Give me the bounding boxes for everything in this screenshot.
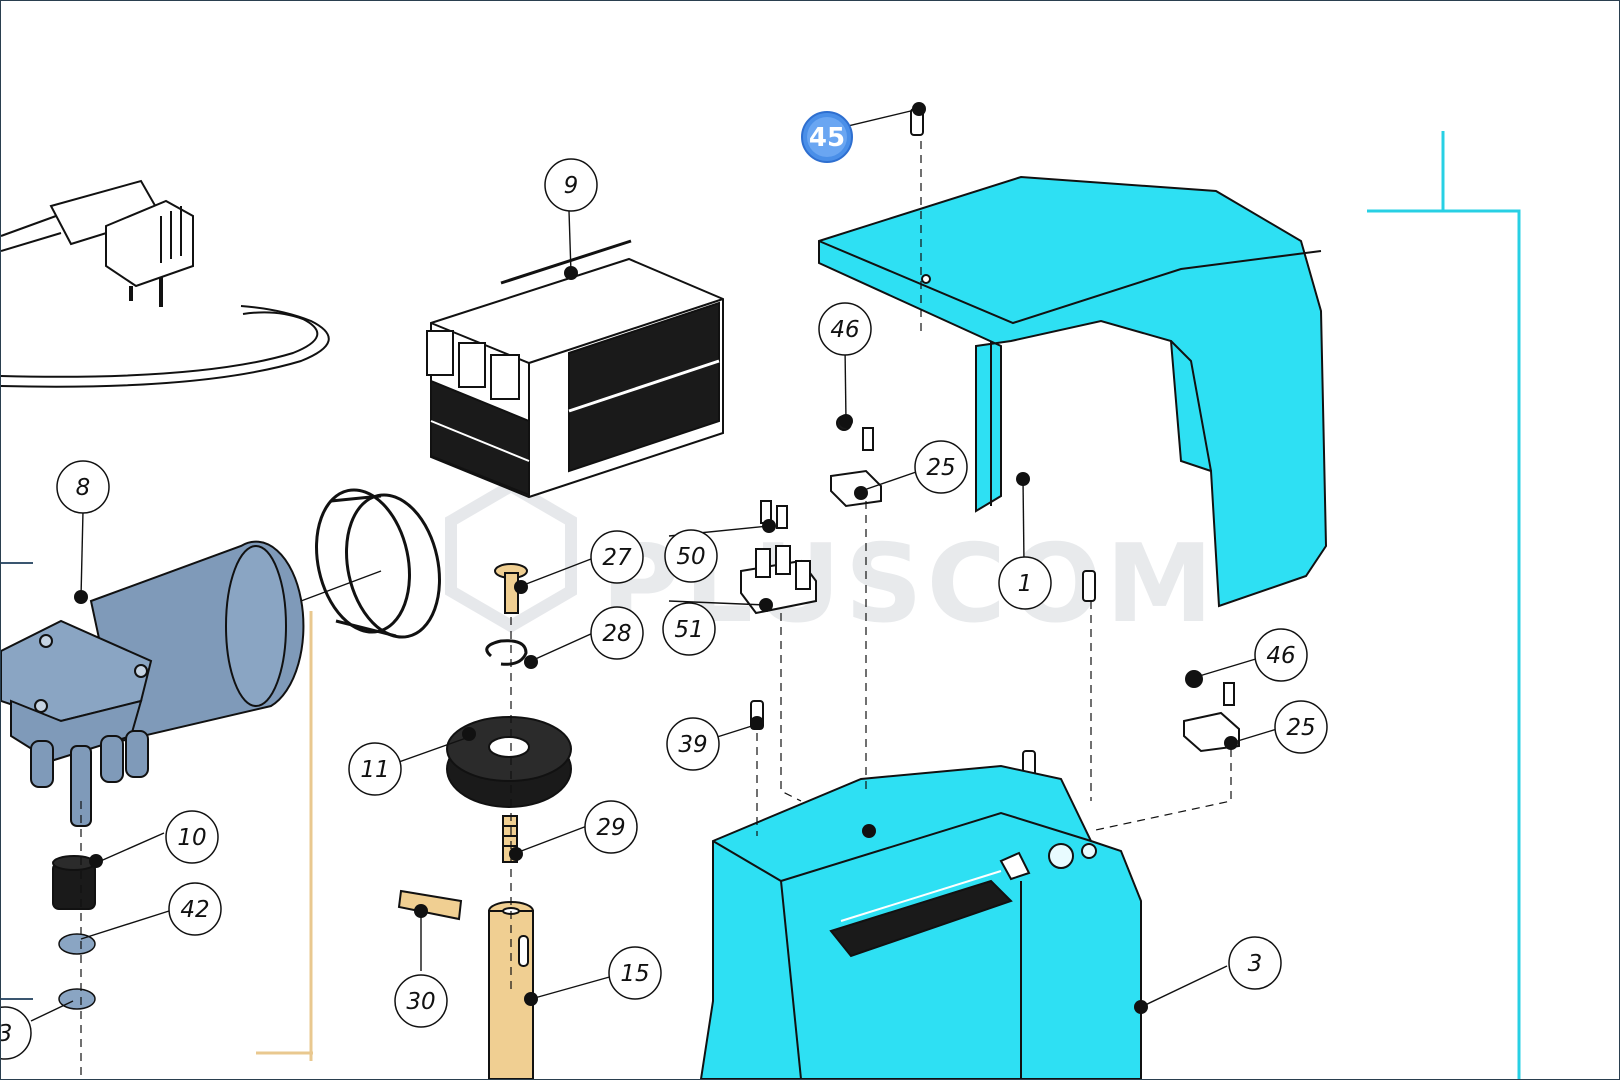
callout-8[interactable]: 8 [56, 460, 110, 514]
svg-text:1: 1 [1018, 571, 1033, 597]
callout-39[interactable]: 39 [666, 717, 720, 771]
svg-text:39: 39 [678, 732, 707, 758]
svg-text:3: 3 [1248, 951, 1263, 977]
svg-text:46: 46 [830, 317, 859, 343]
svg-text:51: 51 [674, 617, 703, 643]
callout-28[interactable]: 28 [590, 606, 644, 660]
svg-text:50: 50 [676, 544, 705, 570]
svg-text:11: 11 [360, 757, 389, 783]
callout-45[interactable]: 45 [801, 111, 853, 163]
pinion-10 [52, 855, 96, 910]
callout-27[interactable]: 27 [590, 530, 644, 584]
svg-text:25: 25 [926, 455, 955, 481]
clamp-ring [315, 488, 441, 639]
callout-9[interactable]: 9 [544, 158, 598, 212]
watermark: PLUSCOM [445, 479, 1213, 647]
key-30 [397, 889, 463, 921]
control-board-module [426, 239, 724, 499]
circlip-28 [485, 639, 528, 666]
callout-51[interactable]: 51 [662, 602, 716, 656]
leader-lines [30, 108, 1278, 1079]
base-housing-3 [699, 764, 1142, 1079]
gear-motor [1, 540, 305, 827]
drive-gear-11 [446, 716, 572, 808]
callout-15[interactable]: 15 [608, 946, 662, 1000]
svg-text:46: 46 [1266, 643, 1295, 669]
callout-30[interactable]: 30 [394, 974, 448, 1028]
callout-3[interactable]: 3 [1228, 936, 1282, 990]
callout-42[interactable]: 42 [168, 882, 222, 936]
washer-42 [58, 933, 96, 1010]
svg-text:15: 15 [620, 961, 649, 987]
svg-text:30: 30 [406, 989, 435, 1015]
svg-text:25: 25 [1286, 715, 1315, 741]
leader-dots [74, 102, 1238, 1014]
svg-text:42: 42 [180, 897, 209, 923]
callout-1[interactable]: 1 [998, 556, 1052, 610]
callout-25-right[interactable]: 25 [1274, 700, 1328, 754]
svg-text:9: 9 [564, 173, 579, 199]
svg-text:3: 3 [1, 1021, 12, 1047]
callout-25-top[interactable]: 25 [914, 440, 968, 494]
power-cord-plug [1, 179, 330, 388]
svg-text:45: 45 [809, 123, 845, 153]
callout-46-right[interactable]: 46 [1254, 628, 1308, 682]
callout-29[interactable]: 29 [584, 800, 638, 854]
pin-27 [494, 563, 528, 614]
svg-text:10: 10 [177, 825, 206, 851]
svg-text:27: 27 [602, 545, 632, 571]
svg-text:29: 29 [596, 815, 625, 841]
terminal-block-51 [740, 545, 817, 615]
callout-46-top[interactable]: 46 [818, 302, 872, 356]
callout-50[interactable]: 50 [664, 529, 718, 583]
callout-edge-partial[interactable]: 3 [1, 1006, 32, 1060]
top-cover-1 [818, 175, 1328, 608]
svg-text:28: 28 [602, 621, 631, 647]
callout-11[interactable]: 11 [348, 742, 402, 796]
guide-lines [1, 131, 1521, 1079]
callout-10[interactable]: 10 [165, 810, 219, 864]
svg-text:8: 8 [76, 475, 91, 501]
